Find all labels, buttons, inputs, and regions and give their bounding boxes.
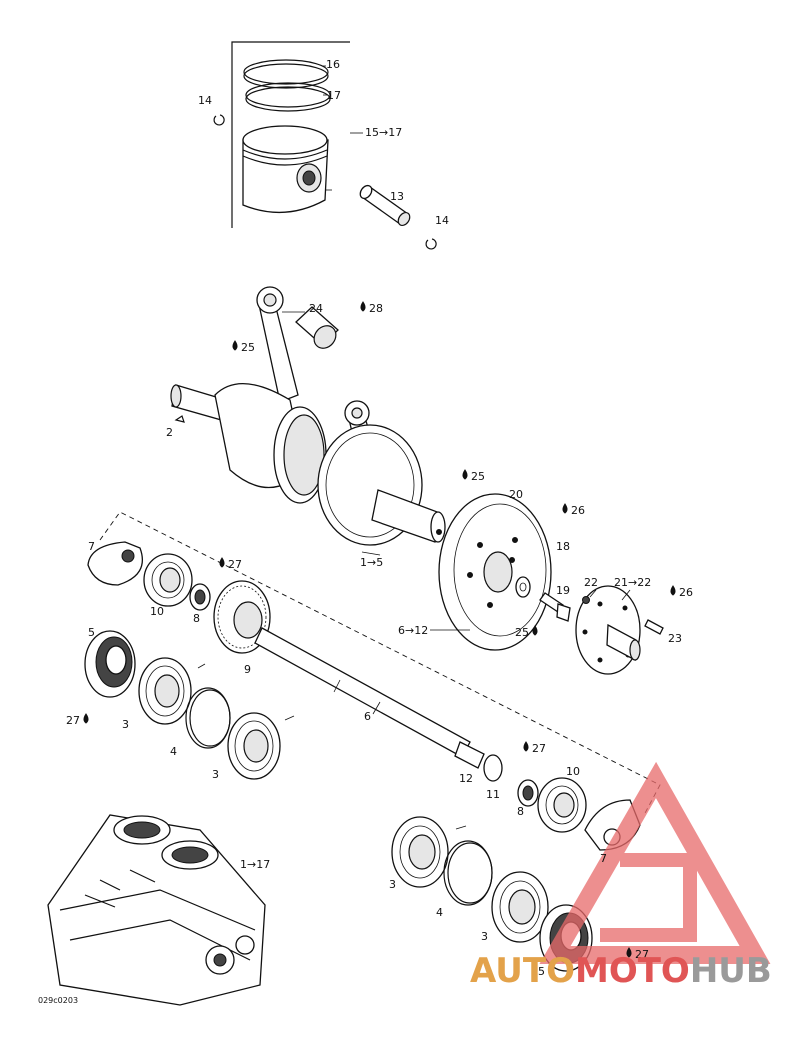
callout-c5b: 5 (538, 965, 545, 978)
needle-bearing-12 (454, 741, 485, 769)
callout-c23: 23 (668, 632, 682, 645)
callout-c27d: 27 (635, 948, 649, 961)
callout-c1to5: 1→5 (360, 556, 383, 569)
piston-ring-16 (243, 59, 329, 85)
woodruff-key (174, 415, 185, 423)
callout-c24: 24 (309, 302, 323, 315)
piston-ring-17 (245, 82, 331, 108)
crankshaft-mag-end (371, 489, 441, 543)
callout-c14a: 14 (198, 94, 212, 107)
callout-c12: 12 (459, 772, 473, 785)
callout-c13: 13 (390, 190, 404, 203)
hub-washer (582, 596, 590, 604)
callout-c10a: 10 (150, 605, 164, 618)
callout-labels: 16 17 15→17 14 13 14 24 28 25 2 25 1→5 20 26 18 19 22 21→… (66, 58, 693, 978)
lubricant-drop-icon (360, 301, 366, 312)
lubricant-drop-icon (219, 557, 225, 568)
callout-c8a: 8 (193, 612, 200, 625)
needle-bearing (295, 306, 339, 349)
callout-c3b: 3 (212, 768, 219, 781)
callout-c21to22: 21→22 (614, 576, 651, 589)
callout-c14b: 14 (435, 214, 449, 227)
lubricant-drop-icon (83, 713, 89, 724)
callout-c25b: 25 (471, 470, 485, 483)
flywheel-assembly (438, 493, 664, 675)
callout-c15to17: 15→17 (365, 126, 402, 139)
lubricant-drop-icon (670, 585, 676, 596)
piston (242, 139, 329, 214)
lubricant-drop-icon (626, 947, 632, 958)
callout-c22: 22 (584, 576, 598, 589)
exploded-group-outline (99, 511, 661, 816)
flywheel-bolt (539, 592, 571, 622)
end-cap-left (87, 541, 144, 586)
circlip-right (425, 238, 437, 250)
callout-c17: 17 (327, 89, 341, 102)
callout-c11: 11 (486, 788, 500, 801)
lubricant-drop-icon (232, 340, 238, 351)
watermark-logo (539, 761, 771, 964)
lubricant-drop-icon (532, 625, 538, 636)
callout-c6: 6 (364, 710, 371, 723)
diagram-code: 029c0203 (38, 996, 78, 1005)
callout-c6to12: 6→12 (398, 624, 428, 637)
countershaft (254, 627, 471, 758)
watermark-text: AUTOMOTOHUB (470, 951, 772, 991)
callout-c19: 19 (556, 584, 570, 597)
callout-c18: 18 (556, 540, 570, 553)
callout-c27b: 27 (66, 714, 80, 727)
leader-lines (282, 311, 470, 631)
watermark-part-moto: MOTO (575, 951, 690, 991)
watermark-part-auto: AUTO (470, 951, 575, 991)
circlip-left (213, 114, 225, 126)
callout-c28: 28 (369, 302, 383, 315)
callout-c7a: 7 (88, 540, 95, 553)
callout-c3d: 3 (481, 930, 488, 943)
engine-block (47, 814, 266, 1006)
callout-c26b: 26 (679, 586, 693, 599)
callout-c7b: 7 (600, 852, 607, 865)
flywheel-washer (515, 576, 531, 598)
watermark-part-hub: HUB (690, 951, 772, 991)
callout-c9: 9 (244, 663, 251, 676)
lubricant-drop-icon (562, 503, 568, 514)
piston-assembly (213, 41, 437, 250)
right-bearing-group (391, 777, 641, 972)
piston-group-bracket (231, 41, 350, 228)
callout-c2: 2 (166, 426, 173, 439)
callout-c27a: 27 (228, 558, 242, 571)
callout-c3c: 3 (389, 878, 396, 891)
callout-c5a: 5 (88, 626, 95, 639)
lubricant-drop-icon (462, 469, 468, 480)
callout-c27c: 27 (532, 742, 546, 755)
callout-c25c: 25 (515, 626, 529, 639)
wrist-pin (359, 184, 411, 227)
callout-c26a: 26 (571, 504, 585, 517)
callout-c20: 20 (509, 488, 523, 501)
lubricant-drop-icon (523, 741, 529, 752)
hub-screw (644, 619, 664, 635)
callout-c25a: 25 (241, 341, 255, 354)
callout-c8b: 8 (517, 805, 524, 818)
callout-c4b: 4 (436, 906, 443, 919)
callout-c1to17: 1→17 (240, 858, 270, 871)
crankshaft-assembly (170, 286, 446, 556)
callout-c4a: 4 (170, 745, 177, 758)
callout-c16: 16 (326, 58, 340, 71)
countershaft-assembly (84, 541, 503, 782)
callout-c3a: 3 (122, 718, 129, 731)
thrust-ring-11 (483, 754, 503, 782)
callout-c10b: 10 (566, 765, 580, 778)
